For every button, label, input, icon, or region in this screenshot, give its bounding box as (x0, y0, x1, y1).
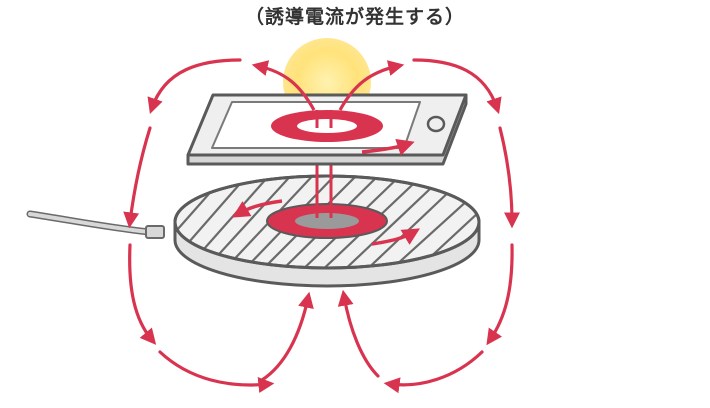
diagram-caption: （誘導電流が発生する） (244, 6, 465, 28)
smartphone-icon (186, 93, 468, 166)
wireless-charging-pad-icon (173, 174, 481, 288)
outer-field-lines (123, 58, 520, 394)
charging-cable (26, 210, 165, 239)
upper-field-lines (251, 60, 405, 111)
